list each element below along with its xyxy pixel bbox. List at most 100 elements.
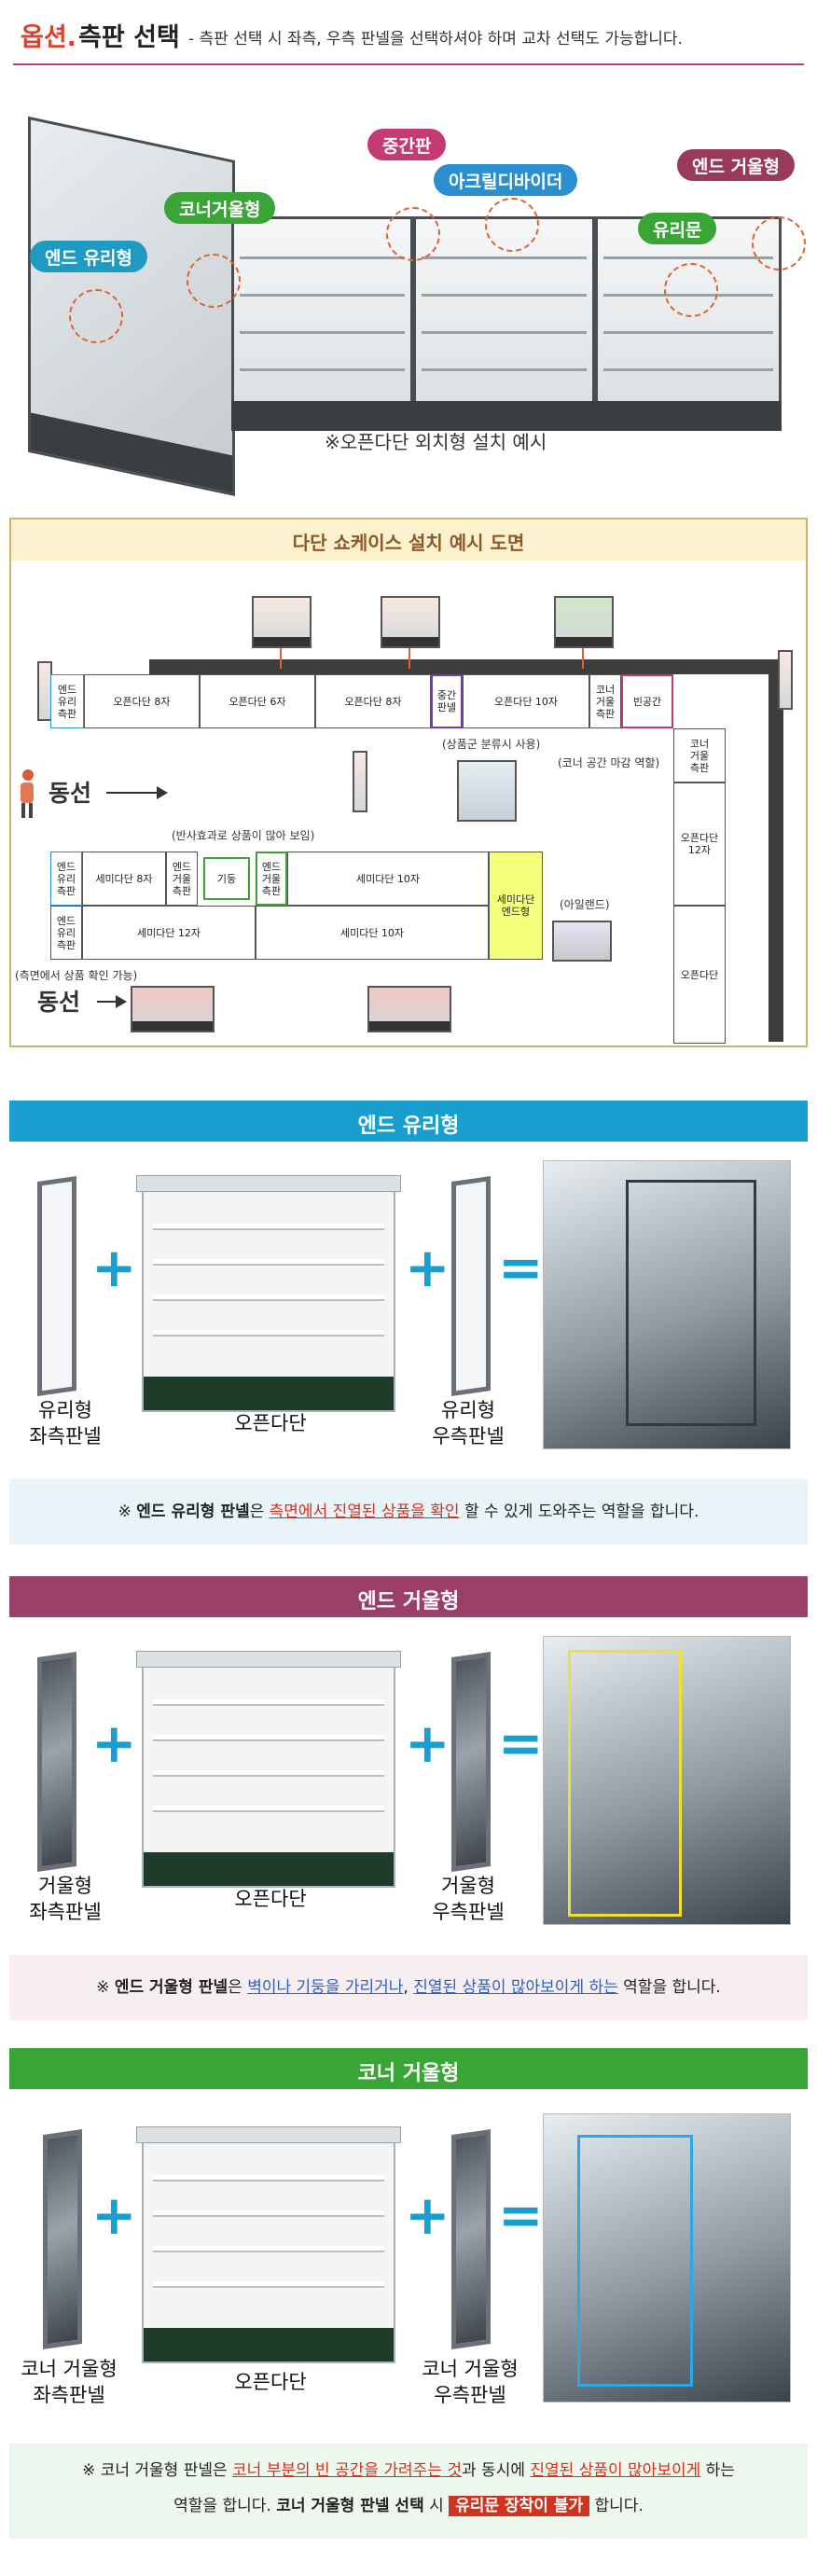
plan-cell-corner-mirror: 코너 거울 측판 bbox=[589, 674, 621, 728]
callout-glass-door: 유리문 bbox=[638, 213, 717, 244]
note-side-check: (측면에서 상품 확인 가능) bbox=[15, 969, 138, 982]
open-showcase-illustration bbox=[136, 1651, 401, 1888]
glass-door-not-allowed-badge: 유리문 장착이 불가 bbox=[449, 2496, 590, 2516]
glass-door-highlight bbox=[664, 263, 718, 317]
floor-plan-title: 다단 쇼케이스 설치 예시 도면 bbox=[292, 532, 525, 554]
plan-cell-island-end: 세미다단 엔드형 bbox=[489, 852, 543, 960]
plan-cell-open-8: 오픈다단 8자 bbox=[84, 674, 200, 728]
corner-mirror-right-panel-illustration bbox=[451, 2129, 491, 2349]
semi-showcase-thumbnail bbox=[367, 986, 451, 1032]
glass-right-panel-illustration bbox=[451, 1176, 491, 1396]
corner-mirror-photo bbox=[543, 2113, 791, 2403]
corner-mirror-note: ※ 코너 거울형 판넬은 코너 부분의 빈 공간을 가려주는 것과 동시에 진열… bbox=[9, 2444, 808, 2539]
header-divider bbox=[13, 63, 804, 65]
floor-plan: 다단 쇼케이스 설치 예시 도면 엔드 유리 측판 오픈다단 8자 오픈다단 6… bbox=[9, 518, 808, 1047]
showcase-thumbnail bbox=[381, 596, 440, 648]
note-product-divider: (상품군 분류시 사용) bbox=[442, 738, 541, 751]
plus-icon: + bbox=[91, 1236, 137, 1299]
plan-cell-end-glass: 엔드 유리 측판 bbox=[50, 674, 84, 728]
showcase-thumbnail bbox=[252, 596, 312, 648]
callout-end-glass: 엔드 유리형 bbox=[30, 241, 148, 272]
middle-panel-highlight bbox=[386, 207, 440, 261]
equals-icon: = bbox=[498, 2183, 544, 2247]
plan-cell-corner-mirror-right: 코너 거울 측판 bbox=[673, 728, 726, 782]
open-showcase-label: 오픈다단 bbox=[234, 1412, 307, 1434]
plus-icon: + bbox=[91, 1711, 137, 1775]
plus-icon: + bbox=[405, 1236, 450, 1299]
plan-cell-semi-10: 세미다단 10자 bbox=[287, 852, 489, 906]
glass-left-panel-illustration bbox=[37, 1176, 76, 1396]
showcase-thumbnail bbox=[554, 596, 614, 648]
wall bbox=[769, 659, 783, 1042]
end-mirror-note: ※ 엔드 거울형 판넬은 벽이나 기둥을 가리거나, 진열된 상품이 많아보이게… bbox=[9, 1955, 808, 2020]
plan-cell-pillar: 기둥 bbox=[203, 857, 250, 900]
mirror-right-panel-illustration bbox=[451, 1652, 491, 1872]
island-thumbnail bbox=[552, 921, 612, 962]
plan-cell-open-12: 오픈다단 12자 bbox=[673, 782, 726, 906]
callout-middle-panel: 중간판 bbox=[367, 129, 447, 160]
section-end-glass: 엔드 유리형 + + = 유리형 좌측판넬 오픈다단 유리형 우측판넬 ※ 엔드… bbox=[9, 1101, 808, 1548]
flow-label: 동선 bbox=[37, 989, 81, 1016]
plus-icon: + bbox=[405, 1711, 450, 1775]
leader-line bbox=[280, 648, 282, 669]
end-glass-photo bbox=[543, 1160, 791, 1449]
plan-cell-end-mirror: 엔드 거울 측판 bbox=[256, 852, 287, 906]
callout-acrylic-divider: 아크릴디바이더 bbox=[434, 164, 578, 196]
end-mirror-highlight bbox=[752, 216, 806, 270]
plan-cell-open: 오픈다단 bbox=[673, 906, 726, 1044]
end-glass-highlight bbox=[69, 289, 123, 343]
section-title-bar: 코너 거울형 bbox=[9, 2048, 808, 2089]
acrylic-divider-highlight bbox=[485, 198, 539, 252]
plan-cell-empty-space: 빈공간 bbox=[621, 674, 673, 728]
plus-icon: + bbox=[405, 2183, 450, 2247]
end-glass-note: ※ 엔드 유리형 판넬은 측면에서 진열된 상품을 확인 할 수 있게 도와주는… bbox=[9, 1479, 808, 1544]
section-end-mirror: 엔드 거울형 + + = 거울형 좌측판넬 오픈다단 거울형 우측판넬 ※ 엔드… bbox=[9, 1576, 808, 2024]
corner-mirror-right-label: 코너 거울형 우측판넬 bbox=[422, 2358, 519, 2406]
showcase-unit bbox=[413, 216, 595, 431]
end-mirror-thumbnail bbox=[353, 751, 367, 812]
section-title-bar: 엔드 유리형 bbox=[9, 1101, 808, 1142]
open-showcase-illustration bbox=[136, 2126, 401, 2363]
floor-plan-title-bar: 다단 쇼케이스 설치 예시 도면 bbox=[11, 519, 806, 561]
plan-cell-open-6: 오픈다단 6자 bbox=[200, 674, 315, 728]
showcase-unit bbox=[231, 216, 413, 431]
corner-mirror-left-label: 코너 거울형 좌측판넬 bbox=[21, 2358, 118, 2406]
note-island: (아일랜드) bbox=[560, 898, 610, 911]
wall bbox=[149, 659, 783, 674]
leader-line bbox=[582, 648, 584, 669]
callout-end-mirror: 엔드 거울형 bbox=[677, 149, 796, 181]
flow-label: 동선 bbox=[48, 780, 92, 807]
section-corner-mirror: 코너 거울형 + + = 코너 거울형 좌측판넬 오픈다단 코너 거울형 우측판… bbox=[9, 2048, 808, 2570]
mirror-left-panel-illustration bbox=[37, 1652, 76, 1872]
mirror-right-label: 거울형 우측판넬 bbox=[432, 1875, 505, 1923]
corner-mirror-highlight bbox=[187, 254, 241, 308]
mirror-left-label: 거울형 좌측판넬 bbox=[29, 1875, 102, 1923]
hero-caption: ※오픈다단 외치형 설치 예시 bbox=[325, 431, 547, 453]
glass-left-label: 유리형 좌측판넬 bbox=[29, 1399, 102, 1447]
flow-arrow bbox=[106, 786, 168, 799]
glass-right-label: 유리형 우측판넬 bbox=[432, 1399, 505, 1447]
section-title: 코너 거울형 bbox=[357, 2062, 460, 2085]
plan-cell-end-glass: 엔드 유리 측판 bbox=[50, 852, 82, 906]
open-showcase-label: 오픈다단 bbox=[234, 1888, 307, 1910]
plus-icon: + bbox=[91, 2183, 137, 2247]
flow-arrow bbox=[97, 995, 127, 1008]
section-title-bar: 엔드 거울형 bbox=[9, 1576, 808, 1617]
note-reflection: (반사효과로 상품이 많아 보임) bbox=[172, 829, 315, 842]
divider-thumbnail bbox=[457, 760, 517, 822]
plan-cell-semi-10: 세미다단 10자 bbox=[256, 906, 489, 960]
hero-installation-illustration: 중간판 아크릴디바이더 엔드 거울형 코너거울형 유리문 엔드 유리형 ※오픈다… bbox=[0, 67, 817, 506]
equals-icon: = bbox=[498, 1236, 544, 1299]
plan-cell-semi-8: 세미다단 8자 bbox=[82, 852, 166, 906]
callout-corner-mirror: 코너거울형 bbox=[164, 192, 276, 224]
equals-icon: = bbox=[498, 1711, 544, 1775]
page-subtitle: - 측판 선택 시 좌측, 우측 판넬을 선택하셔야 하며 교차 선택도 가능합… bbox=[188, 30, 683, 48]
showcase-unit bbox=[595, 216, 782, 431]
option-label: 옵션. bbox=[21, 23, 76, 52]
corner-panel-thumbnail bbox=[778, 650, 793, 710]
plan-cell-open-10: 오픈다단 10자 bbox=[463, 674, 589, 728]
corner-mirror-left-panel-illustration bbox=[43, 2129, 82, 2349]
page-title: 측판 선택 bbox=[78, 23, 180, 52]
open-showcase-illustration bbox=[136, 1175, 401, 1412]
leader-line bbox=[408, 648, 410, 669]
